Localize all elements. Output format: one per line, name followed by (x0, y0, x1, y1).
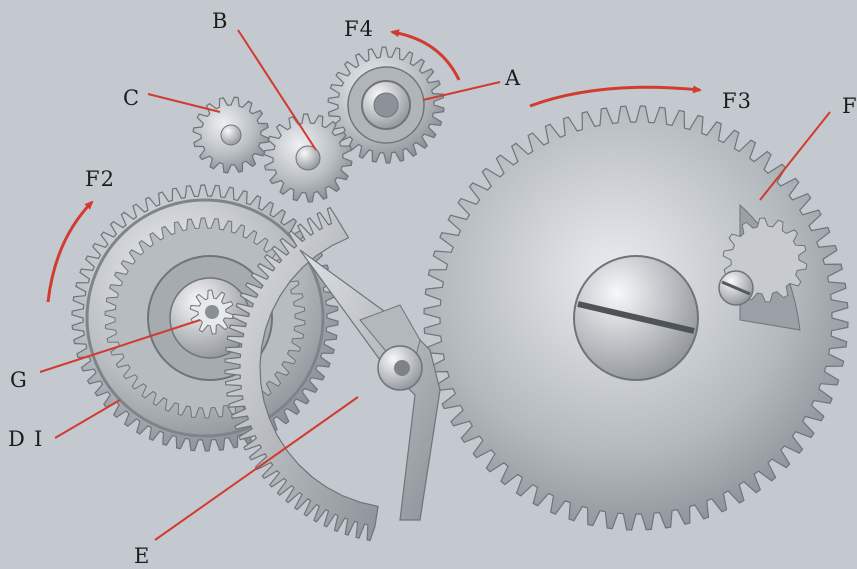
label-c: C (123, 86, 140, 110)
label-f2: F2 (85, 167, 115, 191)
label-e: E (134, 544, 150, 568)
wheel-d (72, 185, 338, 451)
leader-line-d (55, 400, 120, 438)
label-f3: F3 (722, 89, 752, 113)
label-f: F (842, 94, 857, 118)
label-a: A (504, 66, 521, 90)
label-f4: F4 (344, 17, 374, 41)
label-i: I (34, 427, 43, 451)
label-d: D (8, 427, 26, 451)
rotation-arrow-f3 (530, 87, 700, 106)
leader-line-c (148, 94, 220, 112)
label-g: G (10, 368, 28, 392)
label-b: B (212, 9, 228, 33)
